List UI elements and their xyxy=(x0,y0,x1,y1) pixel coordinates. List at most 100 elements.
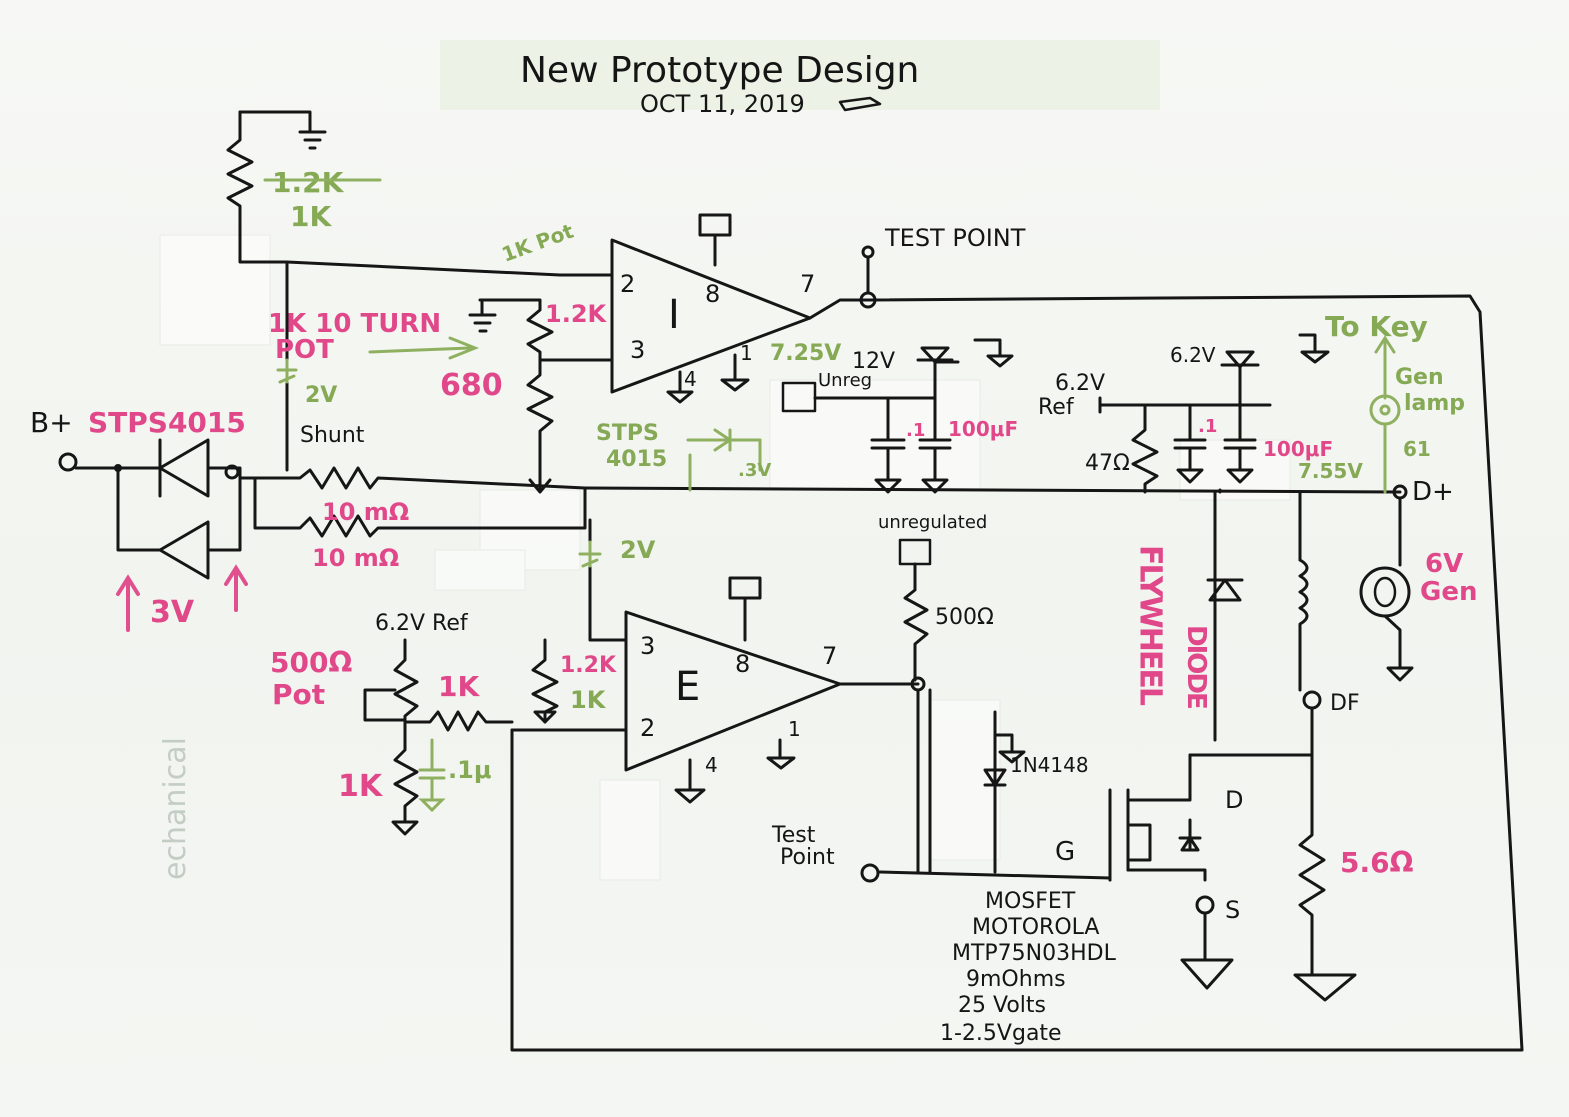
label-12v: 12V xyxy=(852,349,895,374)
res-1-2k-e: 1.2K xyxy=(560,653,617,678)
outer-loop-wire xyxy=(510,294,1524,1052)
pot-500-chain xyxy=(363,638,514,836)
label-6-2v-ref: 6.2V xyxy=(1055,371,1105,396)
lamp-number: 61 xyxy=(1403,437,1431,461)
stps-bypass-diode xyxy=(686,428,762,492)
opamp-i xyxy=(610,213,870,404)
res-5-6-label: 5.6Ω xyxy=(1340,846,1414,879)
cap-0-1u: .1μ xyxy=(448,756,491,784)
opamp-i-pin3: 3 xyxy=(630,336,645,364)
res-47-label: 47Ω xyxy=(1085,451,1130,476)
gen-lamp-2: lamp xyxy=(1404,391,1465,416)
test-point-top-label: TEST POINT xyxy=(884,224,1026,252)
res-1-2k-top: 1.2K xyxy=(545,300,608,328)
df-label: DF xyxy=(1330,691,1360,716)
test-point-top-dot xyxy=(861,245,875,259)
pot-500-1: 500Ω xyxy=(270,646,352,679)
mosfet-line4: 9mOhms xyxy=(966,967,1066,992)
stps-label-1: STPS xyxy=(596,421,659,446)
opamp-i-pin1: 1 xyxy=(740,341,753,365)
diode-label: DIODE xyxy=(1181,625,1211,708)
mosfet-line3: MTP75N03HDL xyxy=(952,941,1117,966)
opamp-i-label: I xyxy=(668,292,680,338)
shunt-resistors xyxy=(238,466,587,538)
gen-lamp-1: Gen xyxy=(1395,365,1444,390)
shunt-r2: 10 mΩ xyxy=(312,544,399,572)
shunt-label: Shunt xyxy=(300,423,365,448)
ground-5-6 xyxy=(1293,973,1357,1002)
mosfet-line5: 25 Volts xyxy=(958,993,1046,1018)
label-7-55v: 7.55V xyxy=(1298,459,1363,483)
opamp-i-pin4: 4 xyxy=(684,367,697,391)
unreg-12v-section xyxy=(781,338,1014,494)
mosfet-line1: MOSFET xyxy=(985,889,1076,914)
bplus-terminal[interactable] xyxy=(58,452,78,472)
zener-2v-mid xyxy=(578,540,602,568)
main-bus xyxy=(583,486,1402,494)
res-1k-e: 1K xyxy=(570,686,607,714)
opamp-e-pin7: 7 xyxy=(822,642,837,670)
date: OCT 11, 2019 xyxy=(640,90,805,118)
dplus-label: D+ xyxy=(1412,477,1454,507)
mosfet-line6: 1-2.5Vgate xyxy=(940,1021,1062,1046)
field-coil xyxy=(1298,490,1322,762)
gate-g-label: G xyxy=(1055,837,1075,867)
mosfet-line2: MOTOROLA xyxy=(972,915,1099,940)
res-500-label: 500Ω xyxy=(935,605,994,630)
zener-6-2v-label: 6.2V xyxy=(1170,343,1216,367)
pot-500-2: Pot xyxy=(272,678,325,711)
opamp-e-input-network xyxy=(531,638,559,724)
res-680: 680 xyxy=(440,368,503,403)
ref-6-2v-section xyxy=(1098,333,1330,742)
res-1k-mid: 1K xyxy=(438,670,480,703)
ref-6-2v: 6.2V Ref xyxy=(375,611,469,636)
cap-100uf-b-label: 100μF xyxy=(1263,437,1333,461)
pot-1k-10-turn-line1: 1K 10 TURN xyxy=(268,309,441,339)
gen-6v-2: Gen xyxy=(1420,577,1477,607)
res-1k-left: 1K xyxy=(338,769,384,804)
drain-d-label: D xyxy=(1225,786,1243,814)
gen-6v-1: 6V xyxy=(1425,549,1463,579)
res-1k-label: 1K xyxy=(290,200,332,233)
pen-doodle xyxy=(838,96,882,112)
opamp-i-input-network xyxy=(468,298,612,494)
cap-0-1-label: .1 xyxy=(906,420,925,441)
test-point-bottom-1: Test xyxy=(771,823,816,848)
label-2v-mid: 2V xyxy=(620,536,656,564)
flywheel-label: FLYWHEEL xyxy=(1133,545,1168,706)
unregulated-feed xyxy=(898,538,932,874)
title: New Prototype Design xyxy=(520,50,919,91)
cap-0-1b-label: .1 xyxy=(1198,416,1217,437)
label-1k-pot: 1K Pot xyxy=(499,219,577,267)
test-point-bottom-terminal[interactable] xyxy=(860,863,880,883)
flywheel-diode xyxy=(1206,578,1244,602)
source-s-label: S xyxy=(1225,896,1240,924)
drain-node-and-5-6-res xyxy=(1188,753,1326,977)
res-1-2k-struck: 1.2K xyxy=(272,166,345,199)
opamp-e xyxy=(510,518,920,804)
diode-1n4148-label: 1N4148 xyxy=(1010,753,1089,777)
opamp-e-pin4: 4 xyxy=(705,753,718,777)
shunt-r1: 10 mΩ xyxy=(322,498,409,526)
bplus-label: B+ xyxy=(30,406,73,439)
zener-2v-top xyxy=(276,358,298,384)
opamp-e-pin1: 1 xyxy=(788,717,801,741)
opamp-e-label: E xyxy=(675,664,700,710)
mosfet xyxy=(878,753,1234,990)
label-2v-top: 2V xyxy=(305,383,337,408)
label-ref: Ref xyxy=(1038,395,1075,420)
opamp-e-pin8: 8 xyxy=(735,650,750,678)
stps-label-2: 4015 xyxy=(606,447,667,472)
cap-100uf-label: 100μF xyxy=(948,417,1018,441)
opamp-i-pin2: 2 xyxy=(620,270,635,298)
label-3v: 3V xyxy=(150,595,195,630)
test-point-bottom-2: Point xyxy=(780,845,835,870)
dplus-terminal[interactable] xyxy=(1392,484,1408,500)
green-arrow xyxy=(368,336,480,360)
opamp-e-pin3: 3 xyxy=(640,632,655,660)
opamp-e-pin2: 2 xyxy=(640,714,655,742)
input-diode-pair xyxy=(74,438,242,580)
unregulated-label: unregulated xyxy=(878,512,987,533)
arrow-left xyxy=(116,574,140,632)
